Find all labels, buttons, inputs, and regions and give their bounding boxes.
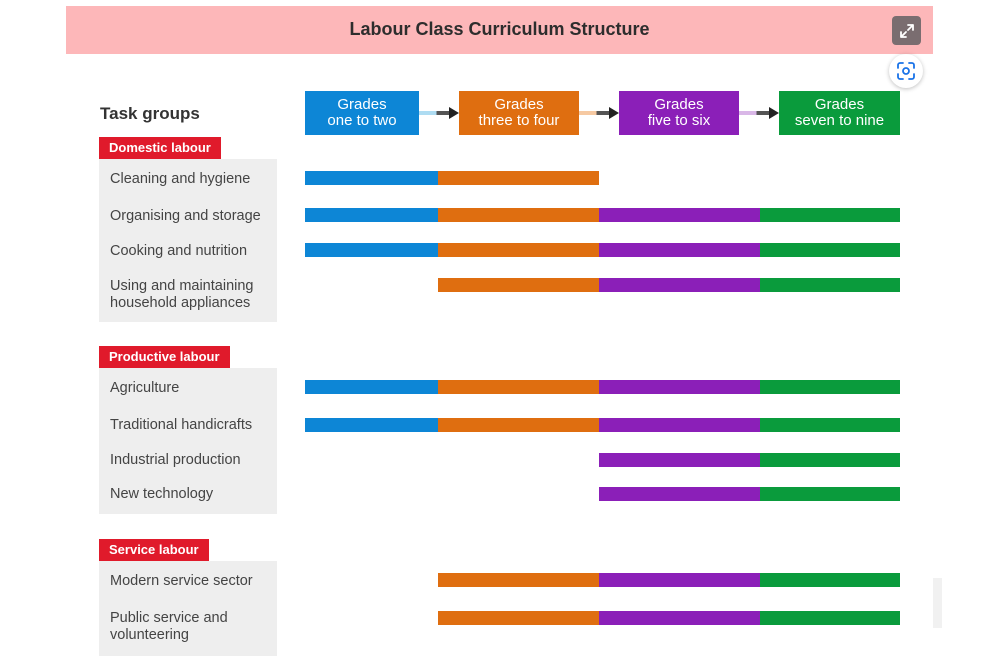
- task-row-label-line: Traditional handicrafts: [110, 417, 253, 433]
- label-column-background: [99, 368, 277, 514]
- grade-bar-3: [599, 611, 760, 625]
- task-row-label: Modern service sector: [110, 573, 275, 590]
- grade-bar-2: [438, 573, 599, 587]
- grade-box-line: Grades: [654, 96, 704, 113]
- grade-bar-1: [305, 171, 438, 185]
- grade-box-line: one to two: [327, 112, 397, 129]
- grade-bar-4: [760, 243, 900, 257]
- grade-bar-3: [599, 453, 760, 467]
- group-header: Domestic labour: [99, 137, 221, 159]
- task-groups-heading: Task groups: [100, 104, 200, 123]
- grade-box-line: Grades: [814, 96, 865, 113]
- grade-bar-2: [438, 418, 599, 432]
- group-header: Productive labour: [99, 346, 230, 368]
- task-row-label: Industrial production: [110, 452, 275, 469]
- grade-box-line: Grades: [337, 96, 387, 113]
- grade-bar-4: [760, 418, 900, 432]
- task-row-label-line: household appliances: [110, 295, 251, 311]
- visual-search-button[interactable]: [889, 54, 923, 88]
- grade-bar-3: [599, 243, 760, 257]
- grade-bar-4: [760, 573, 900, 587]
- grade-bar-2: [438, 380, 599, 394]
- grade-connector-3: [739, 107, 779, 119]
- task-row-label: Traditional handicrafts: [110, 417, 275, 434]
- grade-bar-3: [599, 418, 760, 432]
- grade-bar-1: [305, 380, 438, 394]
- grade-bar-3: [599, 380, 760, 394]
- grade-bar-4: [760, 453, 900, 467]
- grade-bar-4: [760, 380, 900, 394]
- grade-bar-3: [599, 573, 760, 587]
- grade-bar-1: [305, 208, 438, 222]
- visual-search-icon: [897, 62, 915, 80]
- scrollbar-thumb[interactable]: [933, 578, 942, 628]
- grade-bar-4: [760, 611, 900, 625]
- grade-bar-3: [599, 208, 760, 222]
- grade-box-line: seven to nine: [794, 112, 885, 129]
- grade-bar-3: [599, 278, 760, 292]
- connector-line: [739, 111, 771, 115]
- task-row-label-line: New technology: [110, 486, 214, 502]
- connector-line: [579, 111, 611, 115]
- connector-line: [419, 111, 451, 115]
- task-row-label-line: volunteering: [110, 627, 189, 643]
- task-row-label: Agriculture: [110, 380, 275, 397]
- grade-bar-4: [760, 208, 900, 222]
- grade-connector-2: [579, 107, 619, 119]
- task-row-label: New technology: [110, 486, 275, 503]
- grade-bar-3: [599, 487, 760, 501]
- arrow-right-icon: [609, 107, 619, 119]
- task-row-label-line: Organising and storage: [110, 208, 261, 224]
- grade-bar-2: [438, 243, 599, 257]
- task-row-label-line: Cooking and nutrition: [110, 243, 248, 259]
- task-row-label: Organising and storage: [110, 208, 275, 225]
- grade-box-line: Grades: [494, 96, 544, 113]
- task-row-label-line: Modern service sector: [110, 573, 253, 589]
- task-row-label-line: Agriculture: [110, 380, 180, 396]
- diagram-title: Labour Class Curriculum Structure: [349, 19, 650, 39]
- expand-arrows-icon: [899, 23, 914, 38]
- grade-bar-2: [438, 171, 599, 185]
- task-row-label: Cleaning and hygiene: [110, 171, 275, 188]
- task-row-label-line: Public service and: [110, 610, 228, 626]
- grade-bar-2: [438, 278, 599, 292]
- expand-button[interactable]: [892, 16, 921, 45]
- grade-connector-1: [419, 107, 459, 119]
- arrow-right-icon: [769, 107, 779, 119]
- title-banner: Labour Class Curriculum Structure: [66, 6, 933, 54]
- grade-bar-4: [760, 487, 900, 501]
- task-row-label-line: Industrial production: [110, 452, 241, 468]
- grade-bar-2: [438, 208, 599, 222]
- task-row-label-line: Cleaning and hygiene: [110, 171, 251, 187]
- grade-box-line: five to six: [647, 112, 711, 129]
- group-header: Service labour: [99, 539, 209, 561]
- grade-bar-1: [305, 418, 438, 432]
- grade-bar-4: [760, 278, 900, 292]
- label-column-background: [99, 159, 277, 322]
- task-row-label: Cooking and nutrition: [110, 243, 275, 260]
- arrow-right-icon: [449, 107, 459, 119]
- grade-bar-2: [438, 611, 599, 625]
- task-row-label-line: Using and maintaining: [110, 278, 254, 294]
- label-column-background: [99, 561, 277, 656]
- grade-bar-1: [305, 243, 438, 257]
- grade-box-line: three to four: [478, 112, 560, 129]
